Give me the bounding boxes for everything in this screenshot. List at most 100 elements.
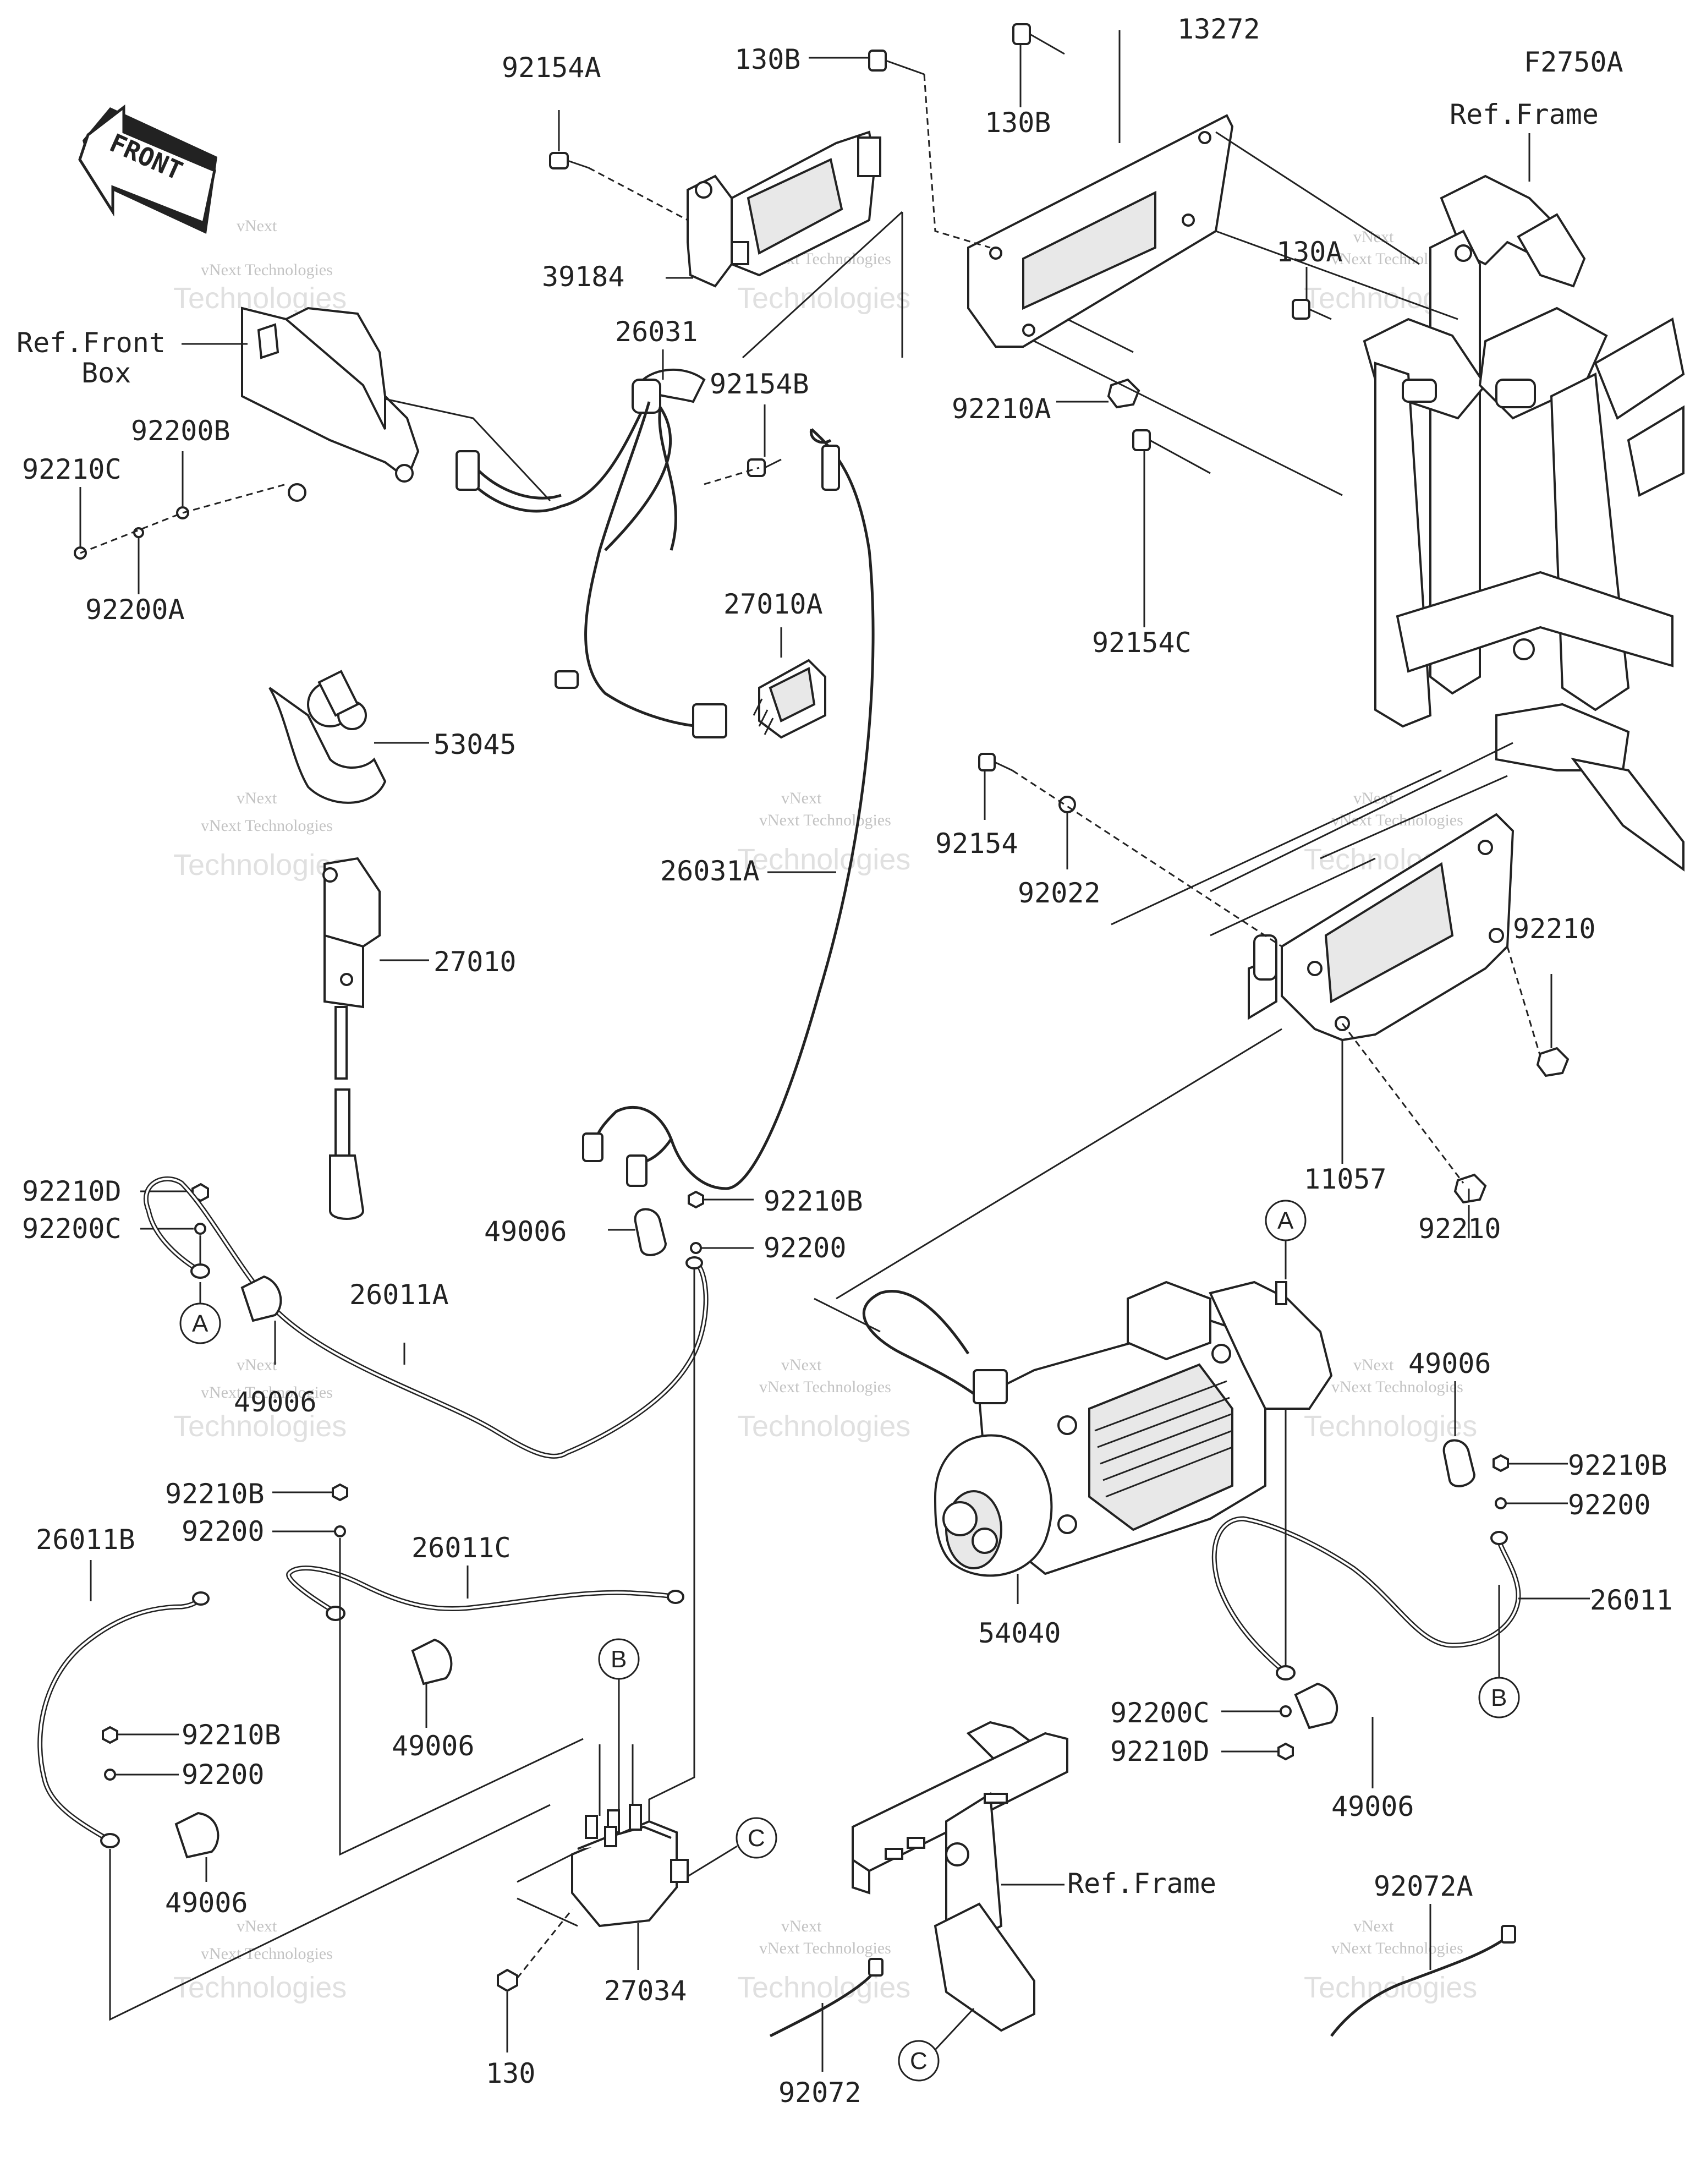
leader-line [109,1804,551,2021]
part-label: 92200A [85,594,185,626]
leader-line [599,1679,634,1816]
callout-c-upper [736,1817,777,1859]
watermark-text: vNext [781,789,822,807]
part-label: 92072A [1374,1870,1473,1902]
leader-line [934,2007,975,2051]
watermark-text: vNext [781,1356,822,1374]
part-label: 92200 [1568,1489,1651,1521]
bolt-130b-left [868,50,887,72]
part-label: 92200 [182,1515,265,1547]
part-label: 92072 [778,2077,862,2109]
screw-92154b [747,458,766,477]
dashed-line [516,1909,573,1979]
watermark-text: vNext [237,1356,277,1374]
callout-a-left [179,1302,221,1344]
part-label: 92154B [710,368,809,400]
part-label: 92154C [1092,627,1192,659]
bolt-shaft [994,761,1013,771]
harness-26031a [582,428,875,1190]
washer-92200-mid [690,1242,702,1254]
callout-c-lower-label: C [910,2048,928,2074]
leader-line [385,398,551,502]
part-label: 53045 [434,729,517,760]
part-label: 92022 [1018,877,1101,909]
cable-26011c [286,1566,684,1685]
bolt-130b-right [1012,23,1031,45]
cable-26011b [37,1591,220,1859]
nut-92210a [1107,378,1140,409]
nut-92210b-left [332,1483,348,1502]
part-label: 49006 [484,1216,567,1247]
leader-line [687,1845,738,1878]
part-label: 92200 [764,1232,847,1264]
leader-line [1210,775,1508,937]
part-label: 13272 [1177,13,1260,45]
watermark-text: vNext [781,1917,822,1935]
cap-49006-mid [634,1208,667,1256]
nut-92210b-right [1493,1454,1509,1473]
callout-b-right [1478,1677,1520,1718]
part-label: 92210B [764,1185,863,1217]
dashed-line [1506,946,1541,1057]
watermark-text: Technologies [1304,1410,1477,1443]
part-label: 26011A [349,1279,449,1311]
switch-27010 [322,857,381,1220]
cap-49006-right [1442,1439,1476,1487]
nut-92210-lower [1453,1173,1487,1204]
dashed-line [923,74,991,249]
washer-92200-left [334,1525,346,1537]
watermark-text: vNext [237,789,277,807]
bolt-shaft [567,160,589,169]
watermark-text: Technologies [737,1971,910,2004]
part-label: 26031A [660,855,760,887]
leader-line [836,1028,1282,1300]
watermark-text: vNext [237,217,277,235]
bolt-shaft [764,458,782,469]
ref-frame-bottom-label: Ref.Frame [1067,1868,1216,1900]
ref-front-box-label-line1: Ref.Front [17,327,166,359]
dashed-line [588,167,688,221]
watermark-text: vNext [1353,1917,1394,1935]
part-label: 49006 [234,1386,317,1418]
watermark-text: Technologies [737,843,910,876]
washer-92200-right [1495,1497,1507,1509]
leader-line [517,1853,578,1927]
part-label: 11057 [1304,1163,1387,1195]
dashed-line [1341,1023,1464,1184]
fairlead-39184 [687,130,881,288]
dashed-line [1067,318,1134,353]
frame-top-right [1363,174,1685,872]
watermark-text: vNext [237,1917,277,1935]
part-label: 92154 [935,828,1018,860]
cable-26011 [1211,1516,1521,1729]
plate-13272 [967,114,1234,348]
switch-27010a [753,659,826,739]
part-label: 92210B [182,1719,281,1751]
watermark-text: vNext Technologies [201,817,333,835]
part-label: 92210D [22,1175,122,1207]
callout-c-lower [898,2040,940,2082]
callout-b-right-label: B [1491,1684,1507,1711]
leader-line [1111,742,1513,926]
hook-53045 [268,670,387,804]
part-label: 54040 [978,1617,1061,1649]
watermark-text: vNext [1353,1356,1394,1374]
part-label: 92210B [1568,1449,1667,1481]
bolt-shaft [885,59,925,75]
plate-11057 [1248,813,1515,1042]
diagram-code: F2750A [1524,46,1623,78]
bolt-92154c [1132,429,1151,451]
part-label: 130B [985,107,1051,139]
part-label: 130A [1276,236,1342,268]
part-label: 26011C [411,1532,511,1564]
part-label: 26031 [615,316,698,348]
part-label: 27010 [434,946,517,978]
watermark-text: vNext Technologies [759,1378,891,1396]
watermark-text: Technologies [173,1971,347,2004]
cable-26011a [143,1176,709,1459]
nut-92210d-lower [1277,1742,1294,1761]
watermark-text: vNext Technologies [1331,811,1463,829]
nut-92210b-lower-left [102,1726,118,1744]
solenoid-27034 [571,1804,689,1928]
